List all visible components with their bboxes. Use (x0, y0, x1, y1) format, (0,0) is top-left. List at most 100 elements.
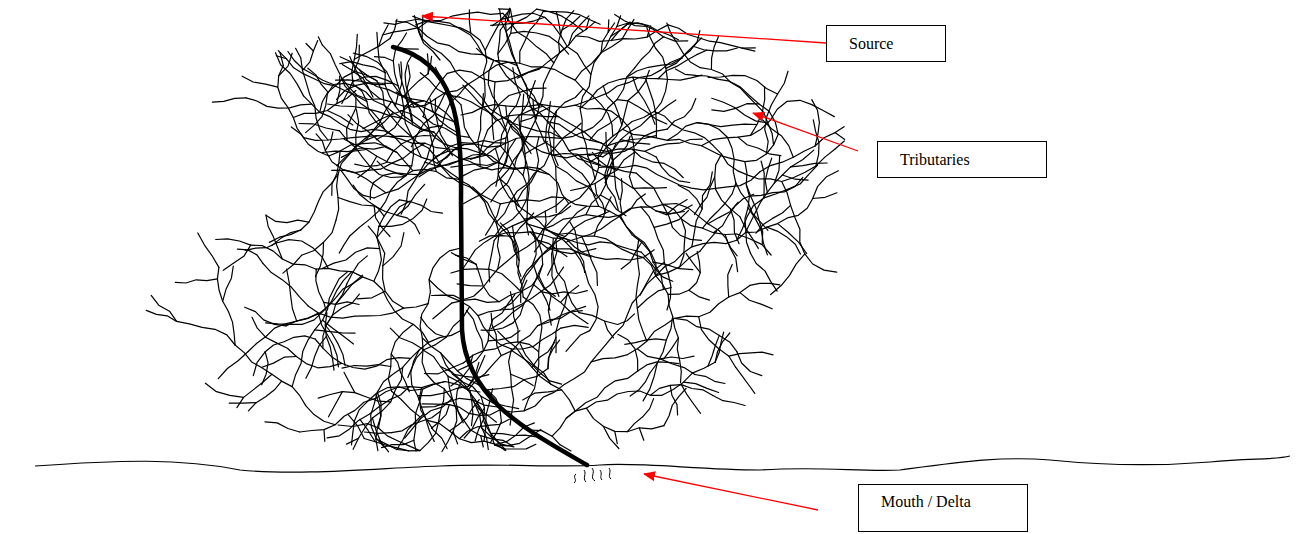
tributary (205, 383, 243, 397)
tributary (664, 212, 755, 267)
box-label: Mouth / Delta (881, 493, 971, 511)
tributary (653, 262, 663, 289)
tributary (447, 67, 542, 82)
tributary (420, 389, 444, 451)
tributary (636, 173, 672, 227)
tributary (353, 76, 399, 85)
tributary (325, 132, 333, 151)
tributary (750, 283, 780, 285)
tributary (613, 136, 631, 160)
tributary (656, 157, 690, 183)
tributary (695, 375, 725, 384)
tributary (641, 207, 668, 274)
tributary (736, 367, 755, 393)
tributary (694, 177, 714, 215)
tributary (556, 166, 596, 196)
tributary (327, 387, 409, 438)
tributary (223, 245, 250, 270)
tributary (711, 37, 718, 70)
tributary (246, 98, 312, 108)
tributary (520, 12, 543, 64)
tributary (332, 170, 386, 193)
tributary (689, 290, 710, 300)
tributary (498, 10, 513, 54)
tributary (605, 321, 614, 338)
tributary (712, 104, 759, 112)
tributary (634, 187, 667, 189)
tributary (656, 251, 700, 276)
tributary (433, 141, 506, 160)
tributary (423, 116, 470, 137)
tributary (767, 227, 801, 254)
tributary (521, 94, 524, 121)
tributary (495, 148, 518, 206)
tributary (278, 65, 304, 137)
tributary (717, 79, 778, 134)
tributary (548, 296, 551, 325)
tributary (534, 266, 556, 297)
tributary (533, 100, 544, 141)
tributary (364, 432, 391, 433)
tributary (377, 201, 410, 238)
tributary (791, 150, 814, 167)
leader-arrow (422, 16, 826, 43)
tributary (356, 109, 359, 148)
tributary (339, 236, 349, 253)
tributary (407, 65, 413, 122)
tributary (379, 199, 427, 226)
tributary (500, 267, 664, 412)
tributary (697, 251, 700, 272)
tributary (552, 154, 601, 165)
tributary (638, 362, 679, 371)
tributary (414, 440, 416, 451)
label-box: Tributaries (877, 141, 1047, 178)
tributary (496, 444, 505, 450)
tributary (715, 332, 724, 362)
tributary (500, 197, 565, 204)
tributary (496, 423, 534, 444)
tributary (315, 339, 411, 369)
tributary (397, 450, 409, 451)
tributary (692, 196, 703, 247)
tributary (494, 198, 565, 241)
tributary (393, 49, 398, 86)
tributary (248, 313, 318, 351)
tributary (498, 8, 510, 10)
tributary (586, 18, 589, 29)
tributary (513, 68, 520, 95)
tributary (520, 121, 525, 175)
tributary (632, 149, 683, 178)
tributary (354, 72, 373, 97)
tributary (788, 165, 817, 189)
tributary (452, 299, 500, 303)
tributary (712, 98, 768, 123)
tributary (266, 323, 303, 325)
tributary (300, 382, 480, 433)
tributary (639, 428, 644, 441)
tributary (575, 16, 621, 80)
tributary (329, 143, 413, 171)
tributary (608, 20, 610, 32)
tributary (503, 13, 554, 63)
tributary (384, 20, 416, 25)
tributary (637, 240, 639, 274)
tributary (146, 310, 176, 321)
tributary (237, 374, 272, 407)
tributary (326, 294, 359, 325)
tributary (668, 123, 736, 183)
tributary (212, 98, 246, 102)
tributary (662, 362, 715, 395)
label-box: Source (826, 25, 946, 62)
tributary (476, 264, 499, 301)
tributary (276, 53, 304, 96)
tributary (390, 328, 424, 350)
tributary (756, 167, 791, 212)
box-label: Tributaries (900, 151, 970, 169)
tributary (740, 293, 772, 309)
tributary (566, 331, 590, 352)
tributary (341, 171, 374, 198)
tributary (323, 320, 354, 344)
tributary (223, 266, 234, 301)
tributary (697, 123, 757, 127)
tributary (398, 86, 421, 158)
